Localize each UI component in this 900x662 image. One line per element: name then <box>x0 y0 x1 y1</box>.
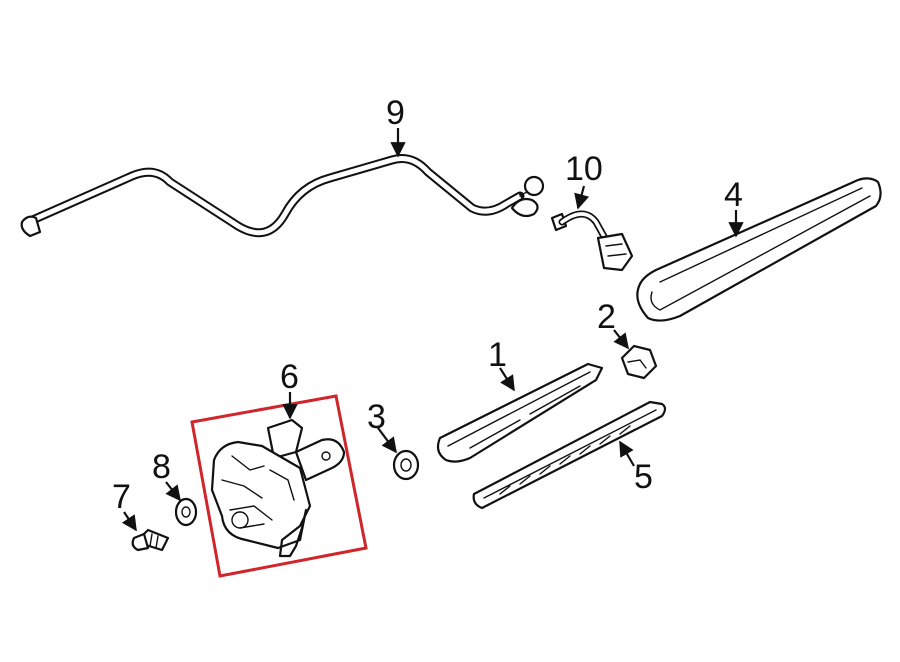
callout-5: 5 <box>634 458 653 496</box>
nut-part-2[interactable] <box>620 344 658 380</box>
wiper-motor-part-6[interactable] <box>210 418 346 558</box>
callout-7: 7 <box>112 478 131 516</box>
callout-10: 10 <box>565 150 603 188</box>
grommet-part-3[interactable] <box>392 449 420 481</box>
leader-lines <box>121 128 744 532</box>
callout-9: 9 <box>386 94 405 132</box>
bolt-part-7[interactable] <box>131 528 170 552</box>
washer-hose-part-9[interactable] <box>20 154 545 238</box>
callout-2: 2 <box>597 298 616 336</box>
hose-connector-part-10[interactable] <box>550 210 634 272</box>
washer-part-8[interactable] <box>174 497 198 527</box>
callout-1: 1 <box>488 336 507 374</box>
wiper-arm-part-1[interactable] <box>436 362 604 463</box>
callout-8: 8 <box>152 448 171 486</box>
callout-4: 4 <box>724 176 743 214</box>
callout-6: 6 <box>280 358 299 396</box>
wiper-cover-part-4[interactable] <box>636 177 882 322</box>
wiper-blade-part-5[interactable] <box>472 400 667 510</box>
callout-3: 3 <box>367 398 386 436</box>
